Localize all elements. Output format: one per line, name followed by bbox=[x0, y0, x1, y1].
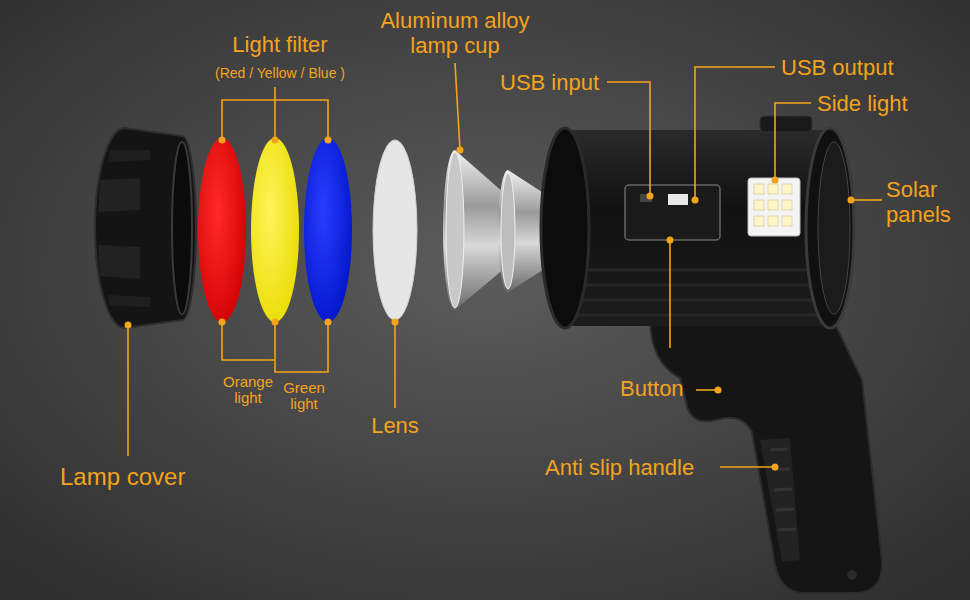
part-label: Lamp cover bbox=[60, 463, 185, 491]
flashlight-body-part bbox=[565, 130, 830, 326]
light-filters-part bbox=[251, 138, 299, 322]
part-label: USB output bbox=[781, 55, 894, 80]
lens-part bbox=[373, 140, 417, 320]
leader-dots-part bbox=[125, 322, 132, 329]
leader-dots-part bbox=[457, 147, 464, 154]
leader-dots-part bbox=[667, 237, 674, 244]
leader-lines-part bbox=[669, 240, 671, 348]
flashlight-body-part bbox=[625, 185, 720, 240]
flashlight-body-part-part bbox=[782, 184, 792, 194]
flashlight-body-part-part bbox=[768, 184, 778, 194]
leader-dots-part bbox=[219, 319, 226, 326]
lamp-cover-part bbox=[108, 295, 150, 307]
part-label: Side light bbox=[817, 91, 908, 116]
flashlight-body-part-part bbox=[782, 216, 792, 226]
part-label: Light filter bbox=[232, 32, 327, 57]
leader-lines-part bbox=[696, 389, 716, 391]
leader-dots-part bbox=[392, 319, 399, 326]
flashlight-body-part bbox=[541, 128, 589, 328]
part-label: Lens bbox=[371, 413, 419, 438]
light-filters bbox=[198, 138, 352, 322]
leader-lines-part bbox=[222, 322, 328, 372]
flashlight-body bbox=[541, 116, 882, 593]
leader-lines-part bbox=[695, 67, 775, 200]
flashlight-body-part bbox=[770, 449, 796, 530]
leader-dots-part bbox=[772, 464, 779, 471]
part-label: (Red / Yellow / Blue ) bbox=[215, 65, 345, 81]
leader-dots-part bbox=[647, 193, 654, 200]
flashlight-body-part bbox=[818, 142, 850, 314]
leader-lines-part bbox=[720, 466, 772, 468]
lamp-cup-part bbox=[501, 173, 515, 289]
flashlight-body-part-part bbox=[768, 216, 778, 226]
light-filters-part bbox=[304, 138, 352, 322]
leader-dots-part bbox=[848, 197, 855, 204]
light-filters-part bbox=[198, 138, 246, 322]
leader-lines-part bbox=[394, 322, 396, 408]
flashlight-body-part-part bbox=[768, 200, 778, 210]
flashlight-body-part bbox=[668, 194, 688, 205]
lamp-cover-part bbox=[98, 178, 140, 212]
leader-dots-part bbox=[272, 319, 279, 326]
leader-lines-part bbox=[222, 87, 328, 140]
flashlight-body-part-part bbox=[754, 216, 764, 226]
flashlight-body-part bbox=[847, 570, 857, 580]
leader-lines-part bbox=[851, 199, 882, 201]
part-label: Button bbox=[620, 376, 684, 401]
flashlight-body-part bbox=[754, 184, 792, 226]
part-label: Aluminum alloy lamp cup bbox=[368, 8, 543, 58]
lamp-cover-part bbox=[95, 128, 196, 328]
lamp-cover-part bbox=[98, 245, 140, 279]
flashlight-body-part bbox=[575, 270, 820, 315]
part-label: Orange light bbox=[219, 374, 277, 406]
leader-dots-part bbox=[692, 197, 699, 204]
lens bbox=[373, 140, 417, 320]
lamp-cover bbox=[95, 128, 196, 328]
leader-lines bbox=[128, 63, 882, 467]
part-label: Solar panels bbox=[886, 177, 966, 227]
leader-lines-part bbox=[455, 63, 460, 150]
leader-dots-part bbox=[325, 319, 332, 326]
flashlight-body-part bbox=[760, 116, 812, 132]
flashlight-body-part-part bbox=[782, 200, 792, 210]
part-label: Anti slip handle bbox=[545, 455, 694, 480]
leader-dots-part bbox=[772, 177, 779, 184]
leader-dots-part bbox=[715, 387, 722, 394]
leader-lines-part bbox=[775, 103, 811, 178]
leader-dots-part bbox=[272, 137, 279, 144]
flashlight-body-part bbox=[748, 178, 800, 236]
lamp-cover-part bbox=[172, 142, 192, 314]
leader-dots-part bbox=[325, 137, 332, 144]
flashlight-body-part-part bbox=[754, 184, 764, 194]
leader-lines-part bbox=[607, 82, 650, 196]
part-label: Green light bbox=[278, 380, 330, 412]
lamp-cover-part bbox=[108, 150, 150, 162]
leader-dots bbox=[125, 137, 855, 471]
part-label: USB input bbox=[500, 70, 599, 95]
lamp-cup-part bbox=[446, 152, 464, 308]
leader-lines-part bbox=[127, 325, 129, 456]
leader-dots-part bbox=[219, 137, 226, 144]
flashlight-body-part-part bbox=[754, 200, 764, 210]
flashlight-body-part bbox=[806, 128, 854, 328]
flashlight-body-part bbox=[760, 438, 800, 562]
